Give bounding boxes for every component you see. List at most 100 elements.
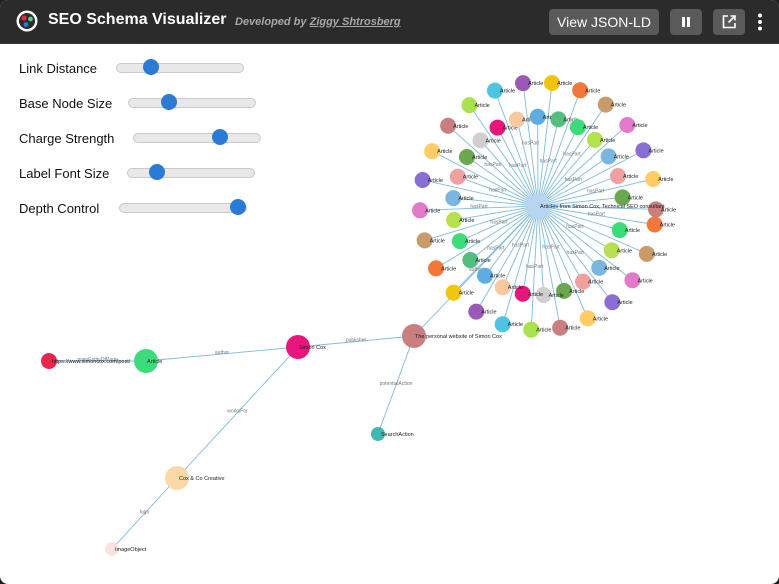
article-node-label: Article bbox=[522, 118, 537, 124]
link-haspart bbox=[537, 205, 656, 210]
article-node-label: Article bbox=[475, 258, 490, 264]
organization-node bbox=[165, 466, 189, 490]
link-distance-slider[interactable] bbox=[116, 59, 244, 75]
url-node-label: https://www.simoncox.com/post/ bbox=[52, 359, 131, 365]
link-haspart-label: hasPart bbox=[489, 187, 507, 193]
article-node bbox=[597, 96, 614, 113]
article-node bbox=[635, 142, 652, 159]
article-node bbox=[619, 117, 636, 134]
link-haspart bbox=[537, 205, 600, 269]
article-node-label: Article bbox=[459, 291, 474, 297]
article-node-label: Article bbox=[614, 154, 629, 160]
search-action-node-label: SearchAction bbox=[381, 432, 414, 438]
article-node-label: Article bbox=[625, 228, 640, 234]
open-external-button[interactable] bbox=[713, 9, 745, 35]
image-object-node-label: ImageObject bbox=[115, 547, 147, 553]
article-node bbox=[514, 285, 531, 302]
link-haspart bbox=[516, 119, 539, 207]
more-options-button[interactable] bbox=[752, 9, 768, 35]
article-node bbox=[611, 222, 628, 239]
link-haspart-label: hasPart bbox=[487, 245, 505, 251]
slider-thumb[interactable] bbox=[143, 59, 160, 75]
link-haspart bbox=[502, 205, 539, 288]
article-node bbox=[645, 171, 662, 188]
pause-button[interactable] bbox=[670, 9, 702, 35]
organization-node-label: Cox & Co Creative bbox=[179, 476, 225, 482]
link-haspart bbox=[537, 119, 559, 207]
article-node-label: Article bbox=[481, 310, 496, 316]
link-haspart bbox=[537, 205, 561, 328]
link-haspart bbox=[537, 205, 584, 282]
article-node bbox=[544, 74, 561, 91]
author-link[interactable]: Ziggy Shtrosberg bbox=[309, 16, 401, 28]
article-node-label: Article bbox=[588, 280, 603, 286]
article-node bbox=[603, 242, 620, 259]
article-node bbox=[424, 143, 441, 160]
slider-thumb[interactable] bbox=[230, 199, 247, 215]
article-node-label: Article bbox=[617, 300, 632, 306]
charge-strength-slider[interactable] bbox=[133, 129, 261, 145]
developed-by-label: Developed by bbox=[235, 16, 307, 28]
link-haspart bbox=[459, 205, 539, 242]
article-node-label: Article bbox=[472, 155, 487, 161]
link-haspart bbox=[537, 175, 619, 207]
article-node bbox=[416, 232, 433, 249]
charge-strength-label: Charge Strength bbox=[19, 131, 115, 146]
article-node bbox=[477, 267, 494, 284]
article-node bbox=[614, 189, 631, 206]
link-mainentity-label: mainEntityOfPage bbox=[77, 357, 118, 363]
article-node bbox=[445, 284, 462, 301]
link-haspart bbox=[537, 205, 655, 225]
article-node bbox=[529, 108, 546, 125]
link-haspart bbox=[420, 205, 539, 211]
link-haspart bbox=[466, 156, 539, 207]
link-haspart-label: hasPart bbox=[542, 244, 560, 250]
article-node bbox=[462, 252, 479, 269]
article-node bbox=[575, 273, 592, 290]
depth-control-slider[interactable] bbox=[119, 199, 247, 215]
more-vertical-icon bbox=[758, 13, 762, 31]
graph-links: hasParthasParthasParthasParthasParthasPa… bbox=[49, 82, 656, 550]
article-node bbox=[638, 245, 655, 262]
article-node-label: Article bbox=[637, 278, 652, 284]
link-haspart bbox=[537, 90, 581, 207]
link-haspart bbox=[537, 205, 613, 303]
base-node-size-slider[interactable] bbox=[128, 94, 256, 110]
slider-thumb[interactable] bbox=[148, 164, 165, 180]
article-node bbox=[494, 316, 511, 333]
article-node bbox=[494, 279, 511, 296]
link-haspart bbox=[422, 179, 539, 207]
link-haspart bbox=[454, 205, 539, 221]
slider-thumb[interactable] bbox=[211, 129, 228, 145]
link-website-label: author bbox=[469, 267, 484, 273]
article-node-label: Article bbox=[652, 252, 667, 258]
article-node-label: Article bbox=[593, 316, 608, 322]
article-node-label: Article bbox=[628, 195, 643, 201]
article-node-label: Article bbox=[623, 174, 638, 180]
link-haspart bbox=[537, 124, 628, 207]
article-node-label: Article bbox=[565, 326, 580, 332]
article-node bbox=[461, 97, 478, 114]
label-font-size-slider[interactable] bbox=[127, 164, 255, 180]
article-node-label: Article bbox=[465, 239, 480, 245]
article-node bbox=[489, 119, 506, 136]
article-node bbox=[486, 82, 503, 99]
article-node bbox=[569, 119, 586, 136]
article-node bbox=[515, 75, 532, 92]
article-node-label: Article bbox=[569, 289, 584, 295]
article-node-label: Article bbox=[508, 322, 523, 328]
article-node-label: Article bbox=[658, 177, 673, 183]
article-node-label: Article bbox=[549, 293, 564, 299]
link-haspart-label: hasPart bbox=[522, 141, 540, 147]
article-node bbox=[458, 149, 475, 166]
link-haspart bbox=[497, 127, 539, 207]
article-node bbox=[468, 303, 485, 320]
article-node-label: Article bbox=[632, 123, 647, 129]
link-haspart bbox=[537, 205, 648, 255]
slider-thumb[interactable] bbox=[161, 94, 178, 110]
link-haspart-label: hasPart bbox=[540, 159, 558, 165]
view-json-ld-button[interactable]: View JSON-LD bbox=[549, 9, 659, 35]
article-node bbox=[472, 132, 489, 149]
link-haspart bbox=[475, 205, 539, 312]
schema-graph[interactable]: hasParthasParthasParthasParthasParthasPa… bbox=[0, 44, 779, 584]
